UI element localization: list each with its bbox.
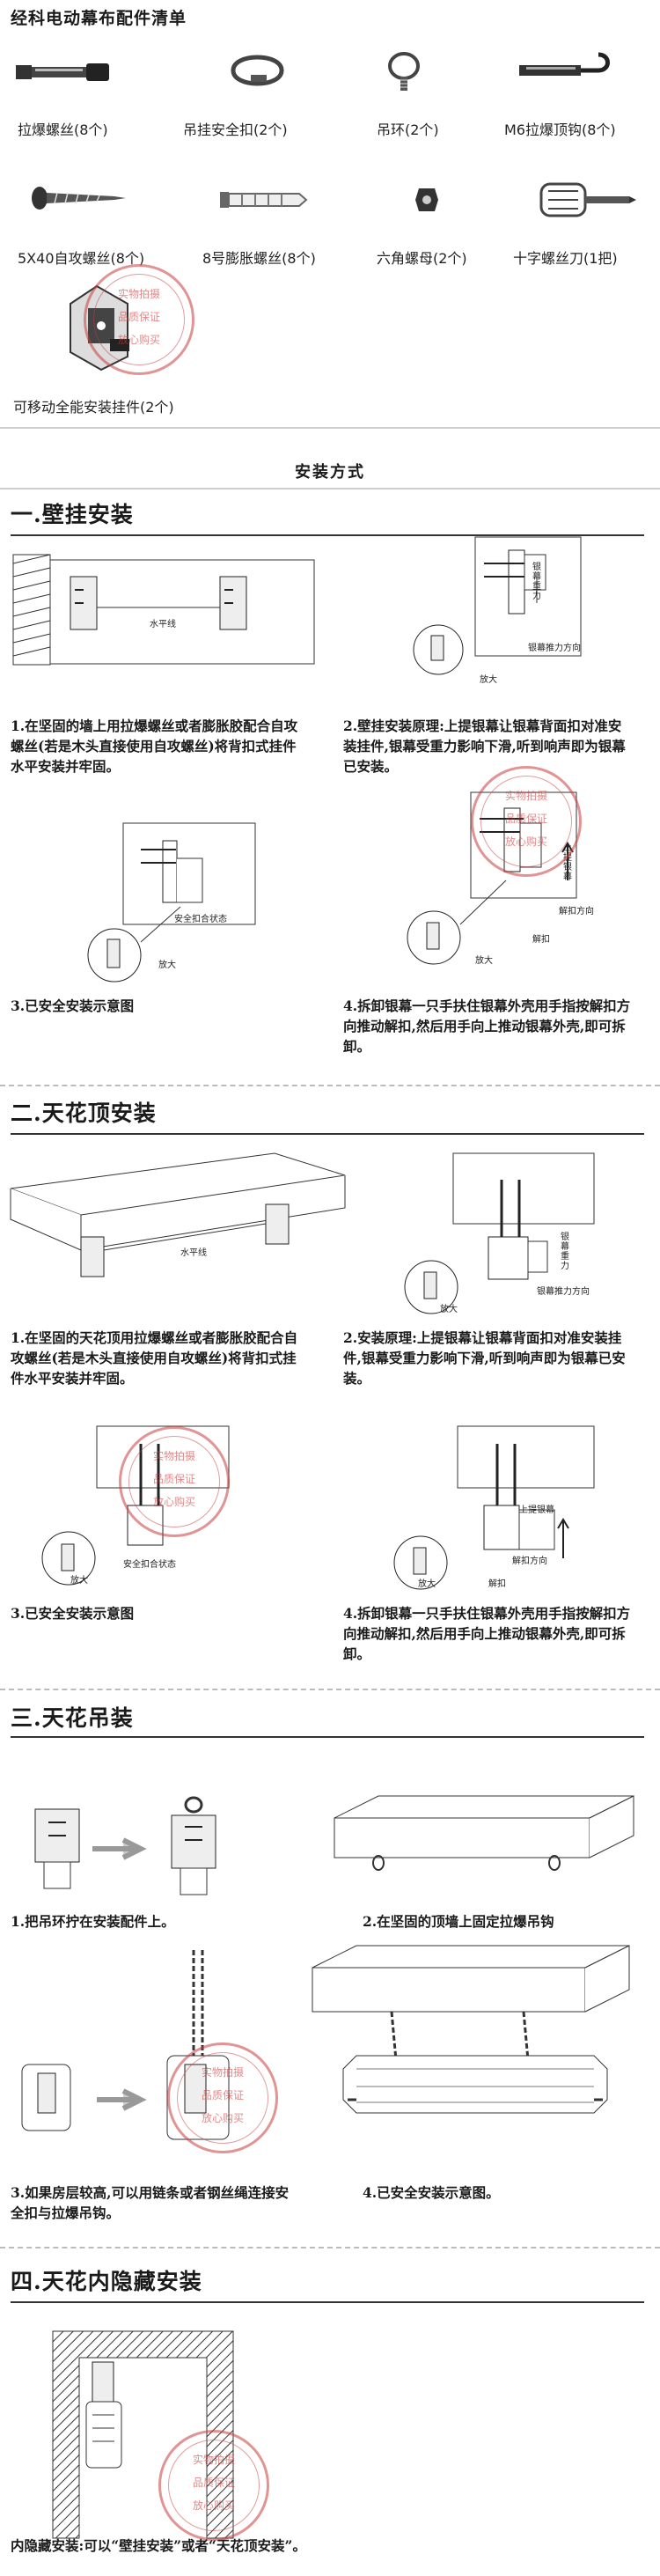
part-label-self-tapping-screw: 5X40自攻螺丝(8个) <box>18 250 145 267</box>
part-label-expansion-bolt: 拉爆螺丝(8个) <box>18 121 108 138</box>
label-push: 银幕推力方向 <box>537 1287 590 1297</box>
step-text: 2.在坚固的顶墙上固定拉爆吊钩 <box>363 1913 554 1930</box>
label-lock: 安全扣合状态 <box>174 915 227 924</box>
label-push: 银幕推力方向 <box>528 644 581 653</box>
part-label-bracket: 可移动全能安装挂件(2个) <box>13 399 174 416</box>
ceiling-principle-diagram <box>404 1152 595 1314</box>
step-text: 3.已安全安装示意图 <box>11 997 135 1014</box>
section-underline <box>11 1133 644 1135</box>
divider <box>0 1085 660 1086</box>
hex-nut-icon <box>415 188 438 211</box>
label-lift: 上提银幕 <box>519 1505 554 1515</box>
section-underline <box>11 1736 644 1738</box>
step-text: 2.安装原理:上提银幕让银幕背面扣对准安装挂件,银幕受重力影响下滑,听到响声即为… <box>343 1329 626 1387</box>
label-zoom: 放大 <box>480 675 497 685</box>
label-zoom: 放大 <box>158 960 176 970</box>
hang-step4-diagram <box>312 1945 630 2114</box>
section-title-ceiling: 二.天花顶安装 <box>11 1100 157 1126</box>
divider <box>0 427 660 429</box>
screwdriver-icon <box>539 182 636 217</box>
step-text: 4.已安全安装示意图。 <box>363 2184 500 2201</box>
label-unlock: 解扣 <box>532 935 550 945</box>
expansion-anchor-icon <box>220 192 308 208</box>
watermark-stamp: 实物拍摄 品质保证 放心购买 <box>471 766 582 877</box>
label-zoom: 放大 <box>440 1305 458 1314</box>
label-zoom: 放大 <box>70 1576 88 1586</box>
watermark-stamp: 实物拍摄 品质保证 放心购买 <box>158 2430 269 2541</box>
ceiling-mount-diagram <box>10 1152 346 1277</box>
step-text: 4.拆卸银幕一只手扶住银幕外壳用手指按解扣方向推动解扣,然后用手向上推动银幕外壳… <box>343 1605 631 1662</box>
method-title: 安装方式 <box>295 463 365 482</box>
eye-bolt-icon <box>388 52 420 91</box>
safety-hook-icon <box>231 55 284 86</box>
section-underline <box>11 534 644 536</box>
label-level: 水平线 <box>180 1248 207 1258</box>
section-title-hang: 三.天花吊装 <box>11 1705 134 1731</box>
wall-mount-diagram <box>12 554 315 666</box>
step-text: 内隐藏安装:可以“壁挂安装”或者“天花顶安装”。 <box>11 2537 306 2554</box>
part-label-screwdriver: 十字螺丝刀(1把) <box>513 250 618 267</box>
step-text: 1.在坚固的天花顶用拉爆螺丝或者膨胀胶配合自攻螺丝(若是木头直接使用自攻螺丝)将… <box>11 1329 298 1387</box>
label-lock: 安全扣合状态 <box>123 1560 176 1570</box>
watermark-stamp: 实物拍摄 品质保证 放心购买 <box>167 2042 278 2153</box>
expansion-bolt-icon <box>16 63 109 81</box>
step-text: 2.壁挂安装原理:上提银幕让银幕背面扣对准安装挂件,银幕受重力影响下滑,听到响声… <box>343 718 626 775</box>
divider <box>0 1689 660 1690</box>
wall-secured-diagram <box>87 822 256 983</box>
divider <box>0 2247 660 2248</box>
ceiling-removal-diagram <box>393 1425 595 1590</box>
section-title-hidden: 四.天花内隐藏安装 <box>11 2269 202 2294</box>
step-text: 3.如果房层较高,可以用链条或者钢丝绳连接安全扣与拉爆吊钩。 <box>11 2184 290 2221</box>
wall-principle-diagram <box>413 536 582 675</box>
section-title-wall: 一.壁挂安装 <box>11 502 134 527</box>
label-level: 水平线 <box>150 620 176 629</box>
part-label-safety-hook: 吊挂安全扣(2个) <box>183 121 288 138</box>
label-zoom: 放大 <box>475 956 493 966</box>
label-unlock-dir: 解扣方向 <box>512 1557 547 1566</box>
watermark-stamp: 实物拍摄 品质保证 放心购买 <box>119 1426 230 1537</box>
step-text: 1.把吊环拧在安装配件上。 <box>11 1913 175 1930</box>
hang-step1-diagram <box>34 1796 216 1895</box>
part-label-hook-bolt: M6拉爆顶钩(8个) <box>504 121 616 138</box>
step-text: 3.已安全安装示意图 <box>11 1605 135 1622</box>
label-unlock: 解扣 <box>488 1579 506 1589</box>
self-tapping-screw-icon <box>32 187 126 210</box>
page-title: 经科电动幕布配件清单 <box>11 9 187 28</box>
label-gravity: 银幕重力 <box>532 563 541 601</box>
part-label-hex-nut: 六角螺母(2个) <box>377 250 467 267</box>
label-zoom: 放大 <box>418 1579 436 1589</box>
section-underline <box>11 2301 644 2303</box>
label-gravity: 银幕重力 <box>561 1233 569 1271</box>
hang-step2-diagram <box>334 1795 634 1871</box>
part-label-expansion-anchor: 8号膨胀螺丝(8个) <box>202 250 316 267</box>
step-text: 4.拆卸银幕一只手扶住银幕外壳用手指按解扣方向推动解扣,然后用手向上推动银幕外壳… <box>343 997 631 1055</box>
label-unlock-dir: 解扣方向 <box>559 907 594 916</box>
watermark-stamp: 实物拍摄 品质保证 放心购买 <box>84 264 194 375</box>
step-text: 1.在坚固的墙上用拉爆螺丝或者膨胀胶配合自攻螺丝(若是木头直接使用自攻螺丝)将背… <box>11 718 298 775</box>
part-label-eye-bolt: 吊环(2个) <box>377 121 439 138</box>
divider <box>0 488 660 489</box>
hook-bolt-icon <box>519 52 610 76</box>
